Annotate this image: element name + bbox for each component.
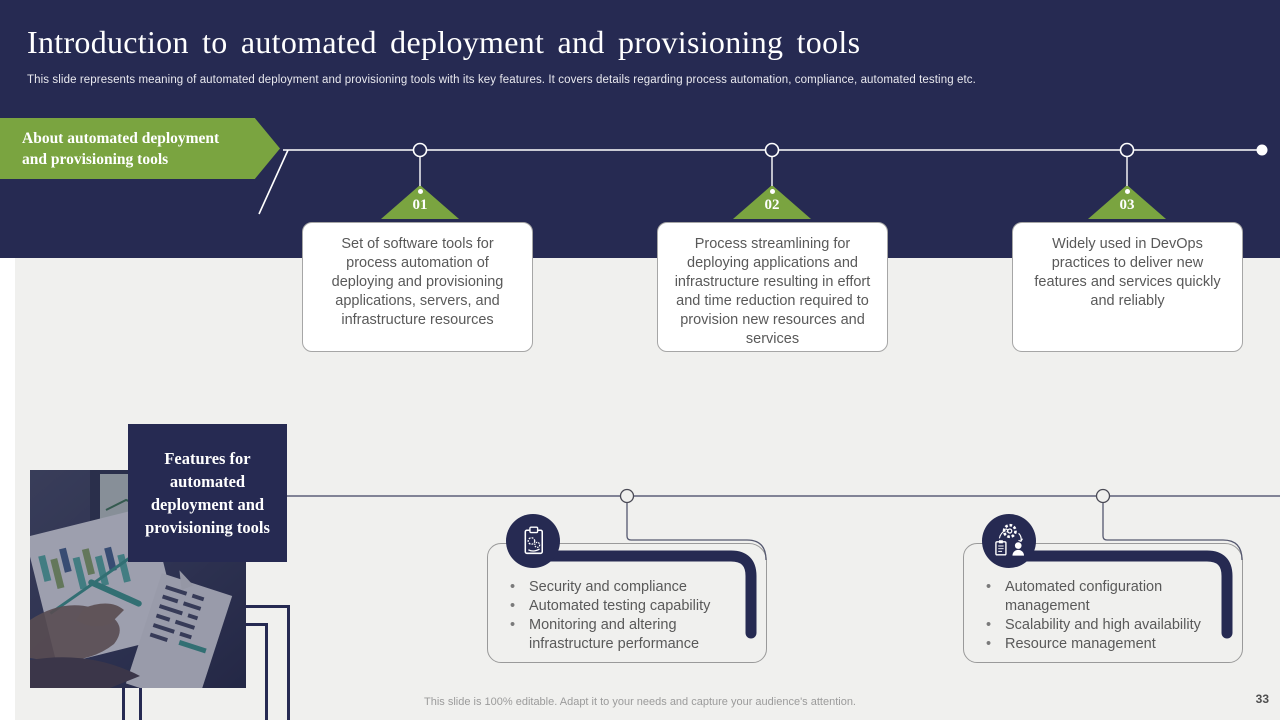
- feature-bullet: Automated configuration management: [984, 578, 1229, 616]
- page-number: 33: [1255, 692, 1269, 706]
- step-card-03: Widely used in DevOps practices to deliv…: [1012, 222, 1243, 352]
- step-card-text: Widely used in DevOps practices to deliv…: [1034, 236, 1221, 309]
- feature-bullet: Monitoring and altering infrastructure p…: [508, 616, 753, 654]
- marker-dot: [417, 189, 423, 194]
- step-number: 02: [764, 197, 780, 213]
- feature-icon-badge-2: [982, 514, 1036, 568]
- feature-list-2: Automated configuration management Scala…: [984, 578, 1229, 654]
- clipboard-gear-icon: [524, 526, 543, 555]
- step-card-text: Set of software tools for process automa…: [331, 236, 504, 328]
- feature-bullet: Automated testing capability: [508, 597, 753, 616]
- feature-bullet: Scalability and high availability: [984, 616, 1229, 635]
- features-banner: Features for automated deployment and pr…: [128, 424, 287, 562]
- step-number: 03: [1119, 197, 1135, 213]
- about-banner-label: About automated deployment and provision…: [22, 129, 220, 168]
- feature-icon-badge-1: [506, 514, 560, 568]
- page-title: Introduction to automated deployment and…: [27, 24, 861, 60]
- feature-bullet: Resource management: [984, 635, 1229, 654]
- step-card-text: Process streamlining for deploying appli…: [674, 236, 871, 347]
- footer-note: This slide is 100% editable. Adapt it to…: [424, 696, 856, 708]
- page-subtitle: This slide represents meaning of automat…: [27, 74, 976, 86]
- about-banner: About automated deployment and provision…: [0, 118, 280, 179]
- feature-bullet: Security and compliance: [508, 578, 753, 597]
- features-banner-label: Features for automated deployment and pr…: [145, 449, 270, 537]
- configuration-cycle-icon: [995, 523, 1024, 556]
- marker-dot: [769, 189, 775, 194]
- feature-list-1: Security and compliance Automated testin…: [508, 578, 753, 654]
- step-number: 01: [412, 197, 428, 213]
- step-card-01: Set of software tools for process automa…: [302, 222, 533, 352]
- marker-dot: [1124, 189, 1130, 194]
- step-card-02: Process streamlining for deploying appli…: [657, 222, 888, 352]
